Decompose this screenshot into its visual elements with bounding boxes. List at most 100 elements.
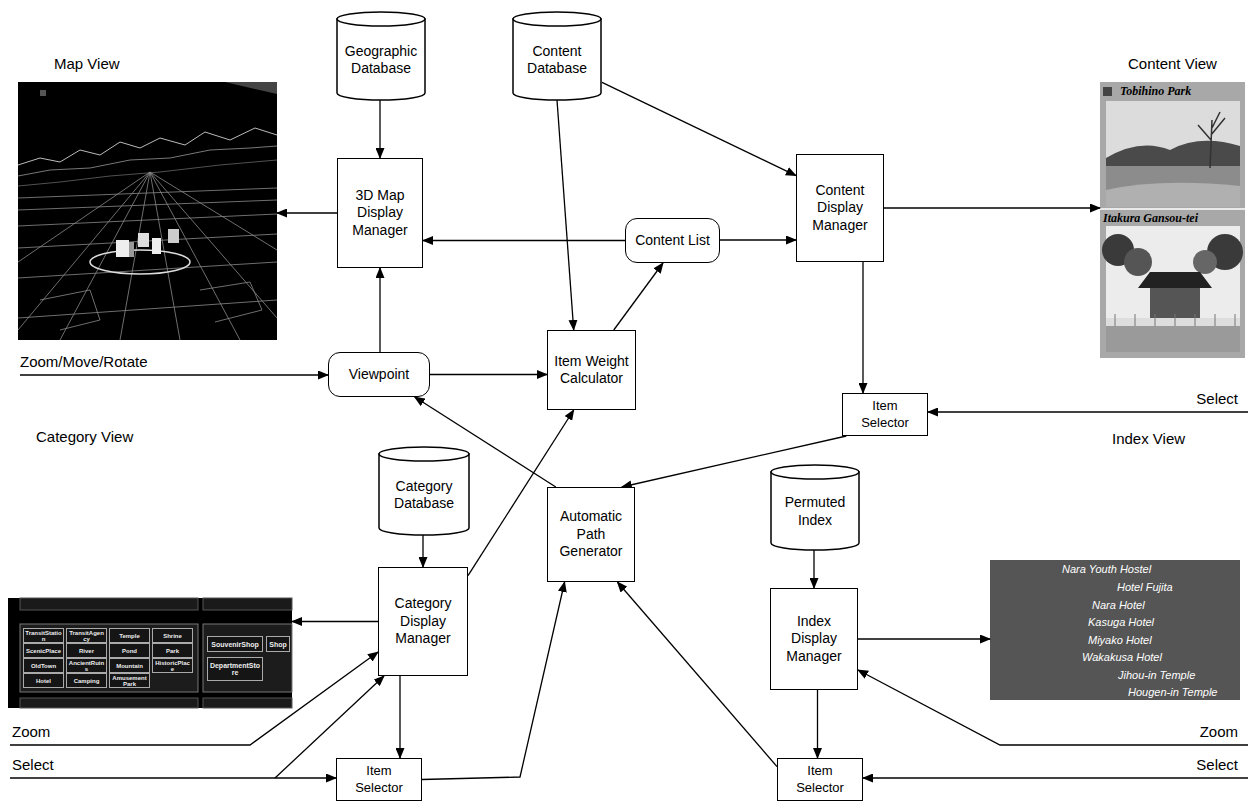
connector-arrow: [292, 621, 378, 622]
category-cell: Temple: [109, 628, 150, 643]
category-cell: SouvenirShop: [207, 636, 263, 652]
connector-arrow: [884, 207, 1100, 208]
index-entry: Jihou-in Temple: [1118, 669, 1195, 682]
input-label: Zoom: [1200, 723, 1238, 740]
input-label: Select: [1196, 756, 1238, 773]
process-box: 3D Map Display Manager: [337, 158, 423, 268]
connector-arrow: [614, 263, 663, 330]
cylinder-body: [771, 472, 859, 550]
text-area: HistoricPlace: [153, 659, 192, 672]
selector-box: Item Selector: [336, 758, 422, 801]
connector-arrow: [858, 638, 990, 639]
index-view: Index ViewNara Youth HostelHotel FujitaN…: [990, 430, 1240, 700]
connector-arrow: [423, 240, 625, 241]
index-entry: Hougen-in Temple: [1128, 686, 1217, 699]
process-box: Index Display Manager: [770, 588, 858, 690]
category-cell: Shop: [266, 636, 290, 652]
category-label: ScenicPlace: [26, 648, 61, 654]
text-area: AmusementPark: [110, 674, 149, 687]
category-cell: AmusementPark: [109, 673, 150, 688]
category-label: AncientRuins: [68, 660, 105, 672]
cylinder-body: [379, 454, 469, 535]
category-label: AmusementPark: [111, 675, 148, 687]
text-area: DepartmentStore: [208, 658, 262, 680]
category-label: Park: [166, 648, 179, 654]
box-label: 3D Map Display Manager: [342, 187, 418, 240]
category-label: Mountain: [116, 663, 143, 669]
category-cell: TransitAgency: [66, 628, 107, 643]
input-label: Zoom: [12, 723, 50, 740]
category-cell: AncientRuins: [66, 658, 107, 673]
category-cell: ScenicPlace: [23, 643, 64, 658]
box-label: Permuted Index: [774, 494, 856, 529]
text-area: Camping: [67, 674, 106, 687]
box-label: Category Display Manager: [383, 595, 463, 648]
connector-arrow: [817, 690, 818, 758]
category-cell: Shrine: [152, 628, 193, 643]
text-area: Item Selector: [337, 759, 421, 800]
photo-title: Itakura Gansou-tei: [1103, 211, 1198, 226]
data-box: Content List: [625, 218, 720, 263]
category-label: Hotel: [36, 678, 51, 684]
category-label: Shop: [269, 641, 287, 648]
category-cell: TransitStation: [23, 628, 64, 643]
category-picture: [8, 598, 292, 708]
category-cell: Mountain: [109, 658, 150, 673]
category-cell: River: [66, 643, 107, 658]
text-area: Category Database: [378, 461, 470, 529]
box-label: Content Display Manager: [801, 182, 879, 235]
process-box: Automatic Path Generator: [547, 487, 635, 582]
process-box: Category Display Manager: [378, 567, 468, 676]
database-cylinder: Permuted Index: [770, 465, 860, 550]
text-area: Automatic Path Generator: [548, 488, 634, 581]
category-cell: HistoricPlace: [152, 658, 193, 673]
box-label: Index Display Manager: [775, 613, 853, 666]
text-area: Category Display Manager: [379, 568, 467, 675]
index-entry: Kasuga Hotel: [1088, 616, 1154, 629]
index-entry: Hotel Fujita: [1117, 581, 1173, 594]
box-label: Item Selector: [847, 398, 923, 431]
text-area: Content Display Manager: [797, 155, 883, 261]
text-area: TransitStation: [24, 629, 63, 642]
view-heading: Index View: [1112, 430, 1185, 447]
category-label: TransitAgency: [68, 630, 105, 642]
process-box: Content Display Manager: [796, 154, 884, 262]
box-label: Automatic Path Generator: [552, 508, 630, 561]
category-label: Camping: [74, 678, 100, 684]
box-label: Item Weight Calculator: [552, 353, 631, 388]
box-label: Category Database: [382, 478, 466, 513]
category-label: OldTown: [31, 663, 56, 669]
category-label: SouvenirShop: [211, 641, 258, 648]
text-area: Content List: [626, 219, 719, 262]
text-area: Shrine: [153, 629, 192, 642]
content-view: Content ViewTobihino ParkItakura Gansou-…: [1100, 55, 1245, 358]
photo-title: Tobihino Park: [1120, 84, 1191, 99]
data-box: Viewpoint: [328, 352, 430, 397]
box-label: Item Selector: [782, 763, 858, 796]
index-panel: [990, 560, 1240, 700]
connector-arrow: [430, 374, 547, 375]
process-box: Item Weight Calculator: [547, 330, 636, 410]
map-picture: [18, 82, 277, 340]
category-label: DepartmentStore: [209, 662, 261, 676]
view-heading: Map View: [54, 55, 120, 72]
connector-arrow: [602, 82, 796, 175]
text-area: Item Weight Calculator: [548, 331, 635, 409]
input-label: Zoom/Move/Rotate: [20, 353, 148, 370]
index-entry: Nara Youth Hostel: [1062, 563, 1151, 576]
selector-box: Item Selector: [777, 758, 863, 801]
connector-arrow: [379, 100, 380, 158]
text-area: Item Selector: [778, 759, 862, 800]
category-label: HistoricPlace: [154, 660, 191, 672]
connector-arrow: [277, 212, 337, 213]
index-entry: Wakakusa Hotel: [1082, 651, 1162, 664]
text-area: Park: [153, 644, 192, 657]
content-picture: [1100, 82, 1245, 358]
category-label: TransitStation: [25, 630, 62, 642]
connector-arrow: [813, 550, 814, 588]
category-cell: DepartmentStore: [207, 657, 263, 681]
box-label: Item Selector: [341, 763, 417, 796]
input-lines: [10, 375, 1248, 778]
input-label: Select: [12, 756, 54, 773]
